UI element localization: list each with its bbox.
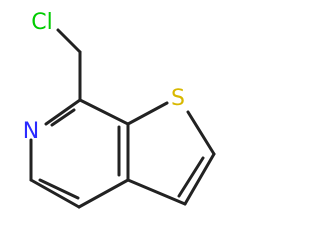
bond-c5-c4 [29,178,81,209]
bond-c2-c3 [183,152,216,206]
atom-label-cl: Cl [31,10,52,35]
molecule-canvas: Cl N S [22,10,216,209]
bond-cl-ch2 [56,28,82,54]
atom-label-n: N [23,119,39,144]
bond-c5-c4-inner [38,178,80,200]
bond-s-c2 [186,110,216,156]
bond-c7a-s [126,101,169,126]
bond-c7-n [44,98,82,126]
atom-label-s: S [171,86,185,111]
bond-layer [29,28,216,209]
bond-c3-c3a [126,178,187,206]
bond-c7a-c7 [78,98,130,126]
bond-c2-c3-inner [177,156,205,198]
bond-c7-n-inner [50,108,76,127]
molecule-structure: Cl N S [23,10,216,209]
bond-c4-c3a [77,178,130,209]
